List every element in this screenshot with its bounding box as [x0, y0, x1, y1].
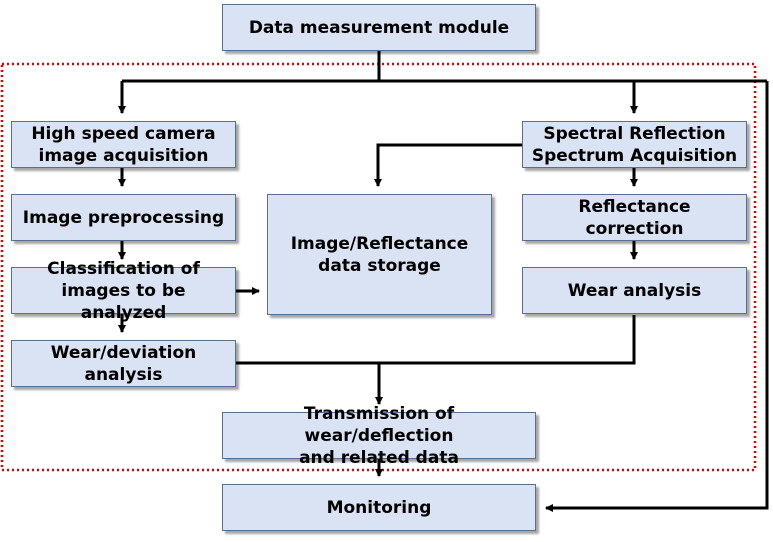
classification-label: Classification of images to be analyzed [47, 258, 200, 323]
arrow-bus-to-monitoring [545, 81, 769, 512]
wear-analysis-label: Wear analysis [567, 280, 702, 301]
image-preprocessing-label: Image preprocessing [22, 207, 225, 228]
arrow-wear-to-transmit [379, 315, 636, 365]
wear-analysis-box: Wear analysis [522, 267, 747, 314]
monitoring-box: Monitoring [222, 484, 536, 531]
arrow-spectral-to-storage [374, 143, 522, 187]
image-preprocessing-box: Image preprocessing [11, 194, 236, 241]
monitoring-label: Monitoring [326, 497, 432, 518]
data-measurement-module-box: Data measurement module [222, 4, 536, 51]
reflectance-correction-box: Reflectance correction [522, 194, 747, 241]
transmission-box: Transmission of wear/deflection and rela… [222, 404, 536, 468]
wear-deviation-analysis-box: Wear/deviation analysis [11, 340, 236, 387]
wear-deviation-analysis-label: Wear/deviation analysis [50, 342, 197, 385]
spectral-acquisition-box: Spectral Reflection Spectrum Acquisition [522, 121, 747, 168]
reflectance-correction-label: Reflectance correction [578, 196, 691, 239]
data-storage-box: Image/Reflectance data storage [267, 194, 492, 315]
data-storage-label: Image/Reflectance data storage [290, 233, 469, 276]
transmission-label: Transmission of wear/deflection and rela… [299, 403, 459, 468]
classification-box: Classification of images to be analyzed [11, 259, 236, 323]
data-measurement-module-label: Data measurement module [248, 17, 510, 38]
spectral-acquisition-label: Spectral Reflection Spectrum Acquisition [531, 123, 738, 166]
high-speed-camera-label: High speed camera image acquisition [31, 123, 216, 166]
high-speed-camera-box: High speed camera image acquisition [11, 121, 236, 168]
